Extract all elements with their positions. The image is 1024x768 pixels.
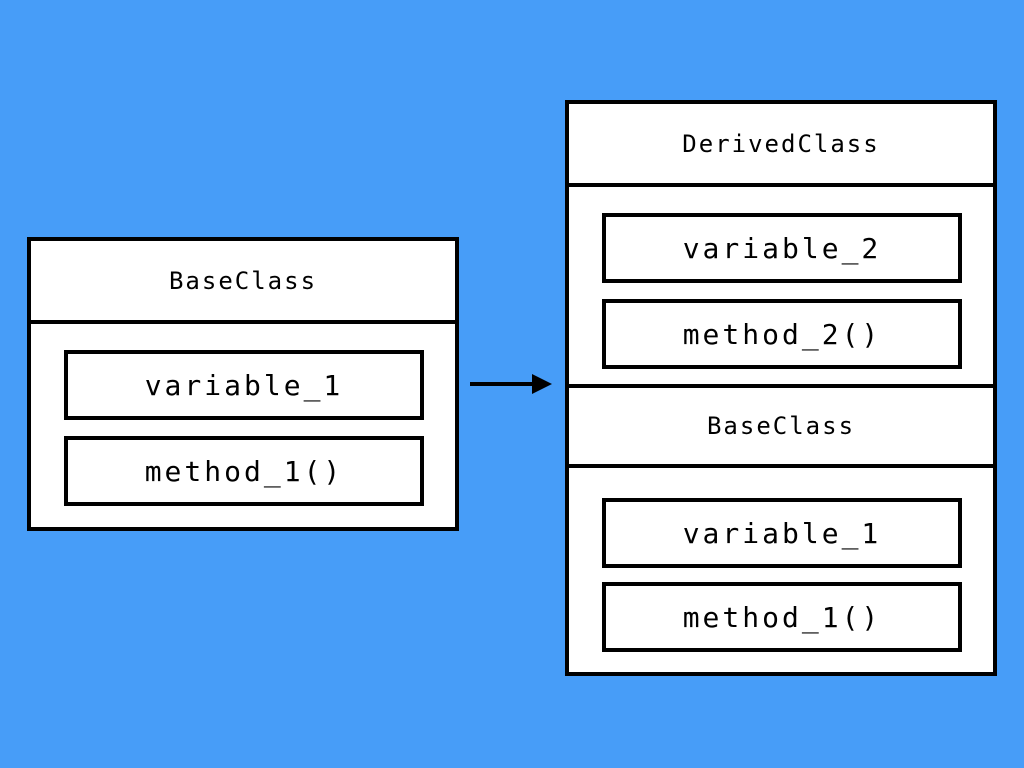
inheritance-arrow-icon [470, 374, 552, 394]
derived-class-divider [569, 183, 993, 187]
derived-class-title: DerivedClass [682, 130, 880, 158]
base-class-method: method_1() [64, 436, 424, 506]
inherited-base-class-title: BaseClass [706, 412, 856, 440]
inherited-variable: variable_1 [602, 498, 962, 568]
base-class-box: BaseClass variable_1 method_1() [27, 237, 459, 531]
inherited-method: method_1() [602, 582, 962, 652]
base-class-variable: variable_1 [64, 350, 424, 420]
base-class-divider [31, 320, 455, 324]
inherited-section-divider [569, 464, 993, 468]
inherited-section-top-divider [569, 384, 993, 388]
derived-class-box: DerivedClass variable_2 method_2() BaseC… [565, 100, 997, 676]
base-class-title: BaseClass [168, 267, 318, 295]
derived-class-method: method_2() [602, 299, 962, 369]
derived-class-variable: variable_2 [602, 213, 962, 283]
